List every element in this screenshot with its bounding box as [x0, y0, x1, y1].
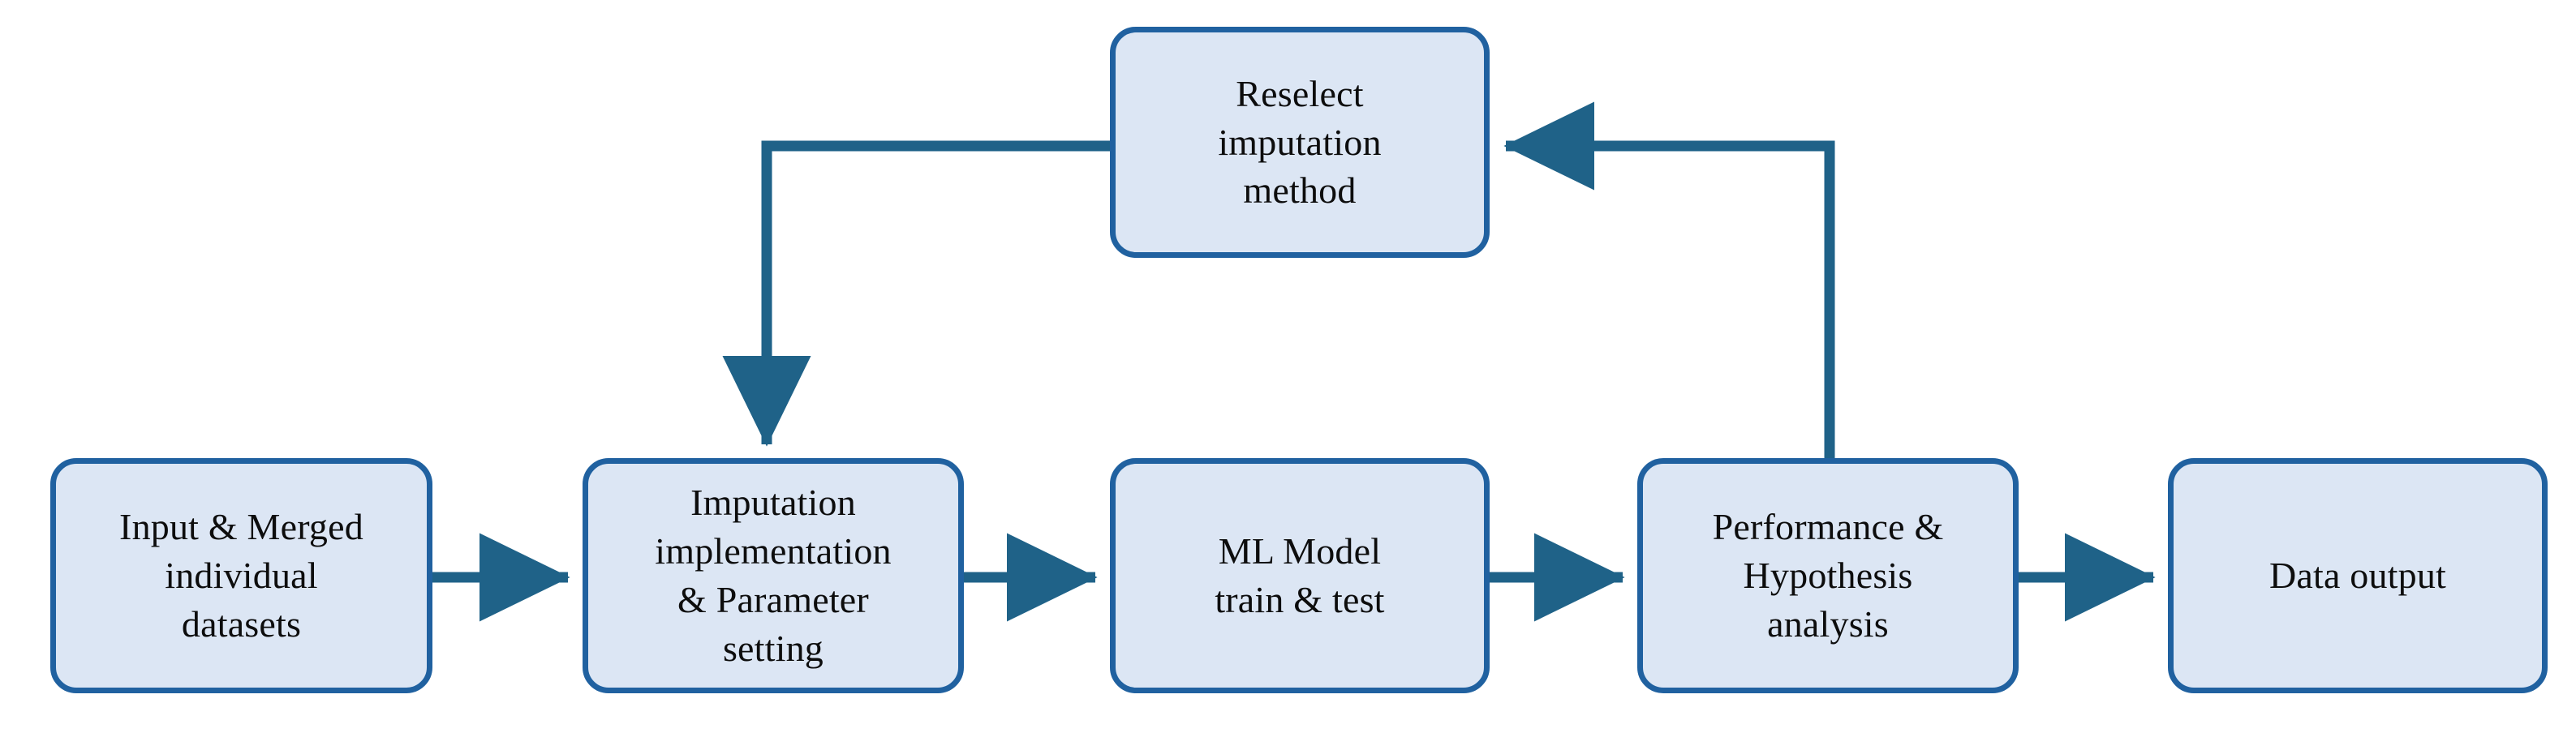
node-reselect-imputation-method[interactable]: Reselect imputation method	[1110, 27, 1490, 258]
node-input-merged-datasets[interactable]: Input & Merged individual datasets	[50, 458, 432, 693]
node-ml-model-train-test[interactable]: ML Model train & test	[1110, 458, 1490, 693]
node-imputation-label: Imputation implementation & Parameter se…	[655, 482, 892, 669]
node-input-label: Input & Merged individual datasets	[119, 506, 363, 645]
node-mlmodel-label: ML Model train & test	[1215, 530, 1385, 620]
node-imputation-implementation[interactable]: Imputation implementation & Parameter se…	[583, 458, 964, 693]
edge-performance-to-reselect	[1503, 101, 1835, 458]
node-performance-hypothesis-analysis[interactable]: Performance & Hypothesis analysis	[1637, 458, 2019, 693]
node-reselect-label: Reselect imputation method	[1218, 72, 1382, 212]
node-data-output[interactable]: Data output	[2168, 458, 2548, 693]
edge-reselect-to-imputation	[722, 140, 1110, 447]
node-performance-label: Performance & Hypothesis analysis	[1712, 506, 1944, 645]
node-output-label: Data output	[2269, 555, 2447, 597]
